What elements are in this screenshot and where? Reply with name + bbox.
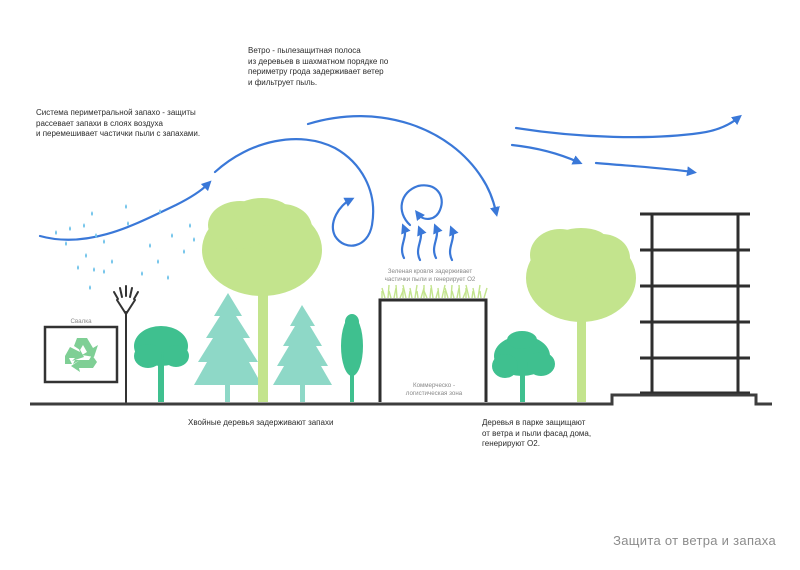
green-roof-grass (381, 284, 488, 299)
air-up-arrow-1 (400, 223, 411, 260)
grass-blade (430, 284, 434, 299)
perimeter-system-caption: Система периметральной запахо - защиты р… (36, 108, 201, 138)
wind-arrow-right-top (514, 114, 742, 139)
spray-droplets (55, 204, 195, 290)
tree-narrow-dark (341, 314, 363, 402)
tree-bush-dark-left (134, 326, 189, 402)
ground-line (30, 393, 772, 406)
grass-blade (465, 284, 470, 299)
droplet (189, 223, 191, 228)
grass-blade (441, 284, 446, 299)
grass-blade (381, 287, 386, 299)
droplet (193, 237, 195, 242)
grass-blade (437, 287, 440, 299)
air-up-arrow-3 (432, 223, 443, 260)
wind-arrow-right-low (510, 143, 583, 165)
wind-arrow-middle (213, 138, 375, 247)
droplet (83, 223, 85, 228)
conifers-caption: Хвойные деревья задерживают запахи (188, 418, 334, 427)
grass-blade (414, 284, 418, 299)
droplet (157, 259, 159, 264)
recycle-icon (65, 338, 98, 372)
tree-conifer-2 (273, 305, 332, 402)
grass-blade (451, 290, 455, 299)
wind-arrow-left (38, 180, 212, 241)
grass-blade (479, 290, 482, 299)
wind-arrow-right-bottom (594, 161, 697, 177)
grass-blade (435, 290, 439, 299)
windbreak-caption: Ветро - пылезащитная полоса из деревьев … (248, 46, 389, 87)
droplet (171, 233, 173, 238)
grass-blade (471, 290, 474, 299)
grass-blade (409, 287, 413, 299)
grass-blade (416, 290, 419, 299)
wind-arrows (38, 114, 742, 262)
droplet (167, 275, 169, 280)
sprinkler-icon (113, 285, 139, 403)
trees (134, 198, 636, 402)
grass-blade (444, 287, 449, 299)
grass-blade (408, 290, 411, 299)
droplet (127, 221, 129, 226)
droplet (149, 243, 151, 248)
droplet (103, 239, 105, 244)
grass-blade (429, 287, 432, 299)
grass-blade (388, 290, 392, 299)
grass-blade (402, 284, 407, 299)
droplet (183, 249, 185, 254)
commercial-building (378, 284, 488, 402)
droplet (65, 241, 67, 246)
air-loop-arrow (400, 184, 443, 227)
grass-blade (477, 284, 481, 299)
air-up-arrow-4 (448, 225, 459, 262)
green-roof-caption: Зеленая кровля задерживает частички пыли… (384, 268, 476, 283)
droplet (159, 209, 161, 214)
grass-blade (483, 287, 488, 299)
grass-blade (423, 290, 428, 299)
droplet (55, 230, 57, 235)
page-title: Защита от ветра и запаха (613, 533, 776, 548)
park-trees-caption: Деревья в парке защищают от ветра и пыли… (482, 418, 592, 448)
commercial-zone-label: Коммерческо - логистическая зона (405, 382, 463, 397)
tree-bush-dark-right (492, 331, 555, 402)
droplet (85, 253, 87, 258)
tree-large-light-right (526, 228, 636, 402)
droplet (95, 233, 97, 238)
grass-blade (395, 284, 398, 299)
dump-label: Свалка (70, 318, 92, 325)
tree-conifer-1 (194, 293, 262, 402)
droplet (103, 269, 105, 274)
droplet (89, 285, 91, 290)
grass-blade (458, 284, 461, 299)
droplet (77, 265, 79, 270)
droplet (93, 267, 95, 272)
droplet (111, 259, 113, 264)
dump-box (43, 325, 119, 384)
tree-large-light-left (202, 198, 322, 402)
grass-blade (472, 287, 476, 299)
droplet (125, 204, 127, 209)
droplet (141, 271, 143, 276)
residential-building (640, 212, 750, 395)
air-up-arrow-2 (416, 225, 427, 262)
droplet (91, 211, 93, 216)
droplet (69, 226, 71, 231)
wind-arrow-upper (306, 115, 500, 217)
